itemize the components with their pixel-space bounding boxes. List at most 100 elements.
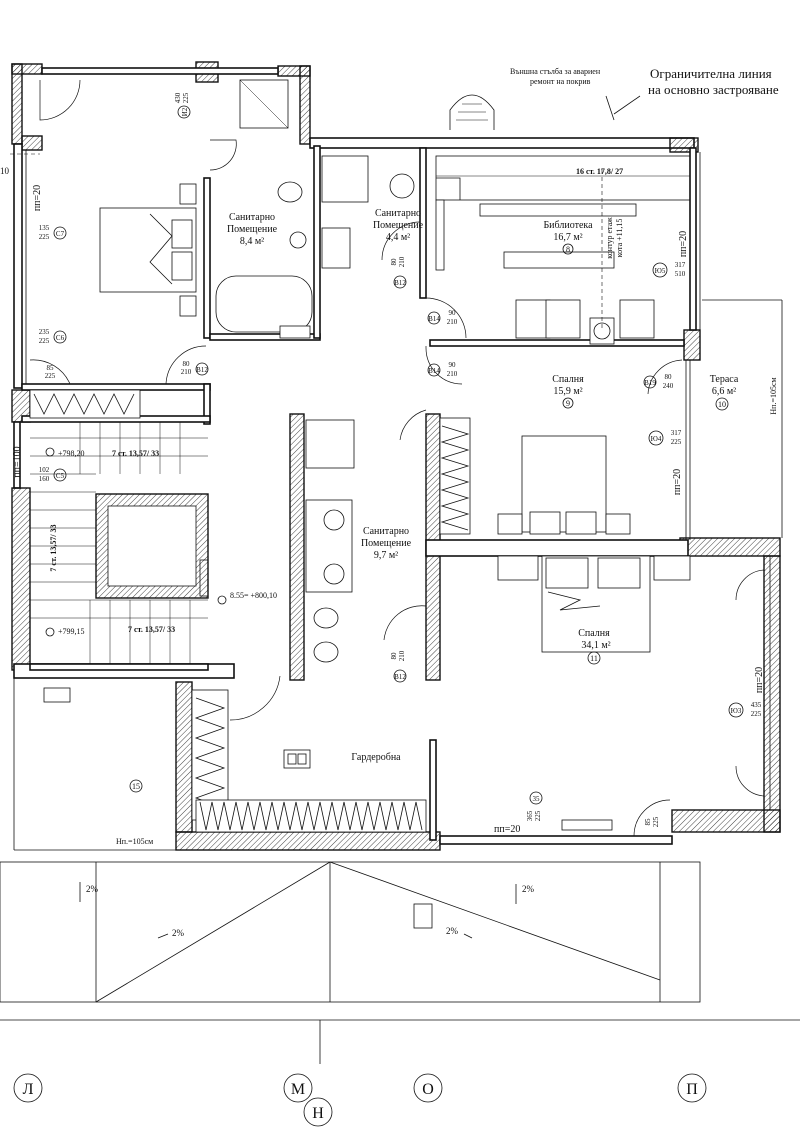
axis-letters: Л М Н О П [23, 1081, 699, 1122]
tag-Yu3-dim1: 435 [751, 701, 762, 709]
tag-I2-dim1: 430 [174, 92, 182, 103]
axis-P: П [686, 1081, 698, 1098]
tag-w85b-dim2: 225 [652, 816, 660, 827]
pp20-bed11: пп=20 [754, 667, 765, 693]
tag-Yu5-dim2: 510 [675, 270, 686, 278]
floor-contour-2: кота +11,15 [615, 219, 624, 258]
bedroom9-num: 9 [566, 399, 570, 408]
terrace-num: 10 [718, 400, 726, 409]
bedroom9-area: 15,9 м² [553, 386, 582, 397]
bedroom9-name: Спалня [552, 374, 584, 385]
bedroom11-num: 11 [590, 654, 598, 663]
tag-w85a-dim2: 225 [45, 372, 56, 380]
tag-w85a-dim1: 85 [47, 364, 55, 372]
stair-top: 16 ст. 17,8/ 27 [576, 167, 623, 176]
tag-B14b-code: В14 [428, 367, 440, 375]
pp100: пп=100 [12, 446, 23, 477]
level-1: +798,20 [58, 449, 85, 458]
tag-C7-dim1: 135 [39, 224, 50, 232]
pp20-bottom: пп=20 [494, 824, 520, 835]
slope-2: 2% [172, 928, 185, 938]
tag-B12a-code: В12 [196, 366, 208, 374]
tag-B19-code: В19 [644, 379, 656, 387]
roof-outline [0, 95, 800, 1064]
tag-Yu3-code: Ю3 [731, 707, 742, 715]
limit-line-note-1: Ограничителна линия [650, 66, 772, 81]
tag-Yu5-dim1: 317 [675, 261, 686, 269]
tag-B14b-dim2: 210 [447, 370, 458, 378]
terrace-area: 6,6 м² [712, 386, 736, 397]
tag-B14b-dim1: 90 [449, 361, 457, 369]
bath3-name-1: Санитарно [363, 526, 409, 537]
tag-C6-dim2: 225 [39, 337, 50, 345]
axis-L: Л [23, 1081, 34, 1098]
tag-B12c-dim1: 80 [390, 652, 398, 660]
terrace-name: Тераса [710, 374, 739, 385]
tag-B14a-dim2: 210 [447, 318, 458, 326]
notes: Външна стълба за авариен ремонт на покри… [510, 66, 779, 97]
library-num: 8 [566, 245, 570, 254]
ext-stair-note-1: Външна стълба за авариен [510, 67, 601, 76]
bedroom11-name: Спалня [578, 628, 610, 639]
level-3: 8.55= +800,10 [230, 591, 277, 600]
tag-C7-code: С7 [56, 230, 65, 238]
tag-Yu4-code: Ю4 [651, 435, 662, 443]
slope-1: 2% [86, 884, 99, 894]
level-2: +799,15 [58, 627, 85, 636]
hp105-terrace: Нп.=105см [769, 377, 778, 414]
opening-tags: 430 225 И2 135 225 С7 235 225 С6 102 160… [39, 92, 762, 827]
tag-n35-dim1: 365 [526, 810, 534, 821]
misc-labels: контур етаж кота +11,15 пп=20 пп=20 пп=2… [0, 166, 778, 846]
tag-B14a-code: В14 [428, 315, 440, 323]
library-name: Библиотека [543, 220, 593, 231]
roof-slopes: 2% 2% 2% 2% [79, 882, 535, 939]
tag-C6-code: С6 [56, 334, 65, 342]
pp20-left: пп=20 [32, 185, 43, 211]
slope-4: 2% [446, 926, 459, 936]
tag-C5-dim2: 160 [39, 475, 50, 483]
hp105-room15: Нп.=105см [116, 837, 153, 846]
bath3-area: 9,7 м² [374, 550, 398, 561]
axis-markers [13, 1073, 707, 1127]
axis-O: О [422, 1081, 434, 1098]
bath1-name-2: Помещение [227, 224, 278, 235]
limit-line-note-2: на основно застрояване [648, 82, 779, 97]
tag-B12b-code: В12 [394, 279, 406, 287]
bath1-name-1: Санитарно [229, 212, 275, 223]
tag-Yu3-dim2: 225 [751, 710, 762, 718]
bath3-name-2: Помещение [361, 538, 412, 549]
tag-w85b-dim1: 85 [644, 818, 652, 826]
tag-C7-dim2: 225 [39, 233, 50, 241]
tag-n35-num: 35 [533, 795, 541, 803]
tag-n35-dim2: 225 [534, 810, 542, 821]
tag-B12c-code: В12 [394, 673, 406, 681]
pp20-bed9: пп=20 [672, 469, 683, 495]
tag-B12b-dim1: 80 [390, 258, 398, 266]
room-labels: Санитарно Помещение 8,4 м² Санитарно Пом… [129, 208, 739, 793]
tag-C5-dim1: 102 [39, 466, 50, 474]
pp20-library: пп=20 [678, 231, 689, 257]
tag-B12b-dim2: 210 [398, 256, 406, 267]
stair-labels: 16 ст. 17,8/ 27 7 ст. 13,57/ 33 7 ст. 13… [45, 167, 623, 637]
slope-3: 2% [522, 884, 535, 894]
cut-marker: 10 [0, 166, 10, 176]
bath2-name-2: Помещение [373, 220, 424, 231]
tag-C5-code: С5 [56, 472, 65, 480]
stair-s1: 7 ст. 13,57/ 33 [112, 449, 159, 458]
tag-Yu4-dim1: 317 [671, 429, 682, 437]
windows [10, 150, 783, 851]
tag-B12a-dim2: 210 [181, 368, 192, 376]
axis-N: Н [312, 1105, 324, 1122]
bath1-area: 8,4 м² [240, 236, 264, 247]
tag-B14a-dim1: 90 [449, 309, 457, 317]
ext-stair-note-2: ремонт на покрив [530, 77, 591, 86]
tag-B19-dim1: 80 [665, 373, 673, 381]
doors [29, 79, 765, 837]
tag-B12a-dim1: 80 [183, 360, 191, 368]
tag-Yu4-dim2: 225 [671, 438, 682, 446]
tag-Yu5-code: Ю5 [655, 267, 666, 275]
tag-I2-code: И2 [181, 107, 189, 116]
room15-num: 15 [132, 782, 140, 791]
stair-s3: 7 ст. 13,57/ 33 [128, 625, 175, 634]
wardrobe-name: Гардеробна [351, 752, 401, 763]
